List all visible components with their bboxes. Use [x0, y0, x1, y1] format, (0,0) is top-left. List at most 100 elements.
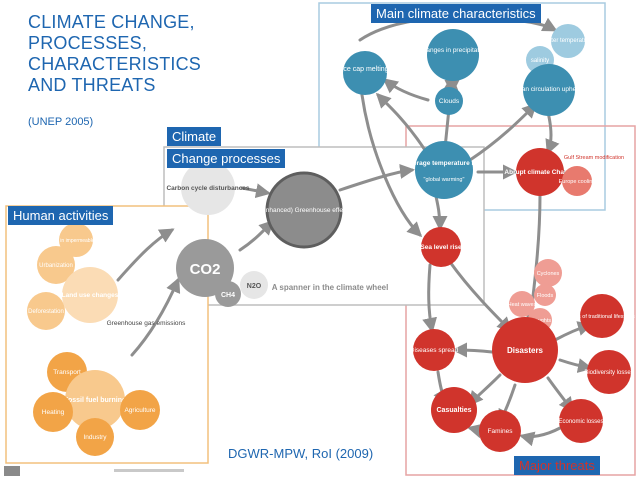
- svg-text:salinity: salinity: [531, 58, 549, 64]
- node-floods: Floods: [534, 284, 556, 306]
- node-average-temperature: Average temperature rise "global warming…: [405, 141, 484, 199]
- svg-text:Increase in impermeable surfac: Increase in impermeable surface: [40, 238, 113, 244]
- label-urbanization: Urbanization: [39, 263, 73, 269]
- label-europe-cooling: Europe cooling: [559, 179, 596, 185]
- label-heat-waves: Heat waves: [508, 302, 537, 308]
- label-major-threats: Major threats: [514, 456, 600, 475]
- credit-text: DGWR-MPW, RoI (2009): [228, 446, 374, 461]
- label-disasters: Disasters: [507, 346, 544, 355]
- svg-text:Diseases spread: Diseases spread: [410, 347, 459, 354]
- node-heat-waves: Heat waves: [508, 291, 537, 317]
- label-climate: Climate: [167, 127, 222, 146]
- label-n2o: N2O: [247, 283, 262, 290]
- label-heating: Heating: [42, 409, 65, 416]
- svg-text:(enhanced) Greenhouse effect: (enhanced) Greenhouse effect: [260, 207, 348, 214]
- svg-text:Average temperature rise: Average temperature rise: [405, 160, 484, 167]
- arrow-carbon-to-greenhouse: [240, 183, 271, 199]
- label-floods: Floods: [537, 293, 554, 299]
- node-loss-lifestyles: Loss of traditional lifestyles: [569, 294, 635, 338]
- svg-text:"global warming": "global warming": [424, 177, 465, 183]
- arrow-famines-to-casualties: [467, 423, 484, 439]
- node-famines: Famines: [479, 410, 521, 452]
- characteristics-nodes: Ice cap melting Changes in precipitation…: [341, 24, 593, 199]
- arrow-icecap-to-sealevel: [360, 93, 423, 238]
- arrow-avgtemp-to-ocean: [468, 102, 538, 162]
- arrow-sealevel-to-diseases: [422, 263, 438, 333]
- svg-text:water temperature: water temperature: [543, 38, 593, 44]
- title-line-1: CLIMATE CHANGE,: [28, 12, 195, 32]
- arrow-disasters-to-diseases: [452, 342, 494, 358]
- title-line-4: AND THREATS: [28, 75, 156, 95]
- node-n2o: N2O: [240, 271, 268, 299]
- label-deforestation: Deforestation: [28, 309, 64, 315]
- svg-text:Economic losses: Economic losses: [558, 419, 603, 425]
- arrow-greenhouse-to-avgtemp: [338, 163, 415, 192]
- node-ch4: CH4: [215, 281, 241, 307]
- arrow-fossil-to-co2: [130, 277, 181, 357]
- node-industry: Industry: [76, 418, 114, 456]
- svg-text:Transport: Transport: [53, 369, 81, 376]
- label-diseases-spread: Diseases spread: [410, 347, 459, 354]
- title-source: (UNEP 2005): [28, 116, 94, 128]
- svg-text:Loss of traditional lifestyles: Loss of traditional lifestyles: [569, 314, 635, 320]
- node-disasters: Disasters: [492, 317, 558, 383]
- arrow-ocean-to-abrupt: [545, 110, 560, 155]
- node-deforestation: Deforestation: [27, 292, 65, 330]
- label-casualties: Casualties: [436, 407, 471, 414]
- unep-logo: [4, 466, 20, 476]
- svg-text:CH4: CH4: [221, 292, 235, 299]
- diagram-title: CLIMATE CHANGE, PROCESSES, CHARACTERISTI…: [28, 12, 201, 96]
- label-abrupt-climate-change: Abrupt climate Change: [504, 169, 576, 176]
- arrow-economic-to-famines: [519, 426, 562, 447]
- node-increase-impermeable: Increase in impermeable surface: [40, 223, 113, 257]
- label-carbon-cycle: Carbon cycle disturbances: [166, 185, 249, 192]
- svg-text:Disasters: Disasters: [507, 346, 544, 355]
- node-casualties: Casualties: [431, 387, 477, 433]
- svg-text:Carbon cycle disturbances: Carbon cycle disturbances: [166, 185, 249, 192]
- svg-text:Floods: Floods: [537, 293, 554, 299]
- svg-text:Cyclones: Cyclones: [537, 271, 560, 277]
- svg-text:Heat waves: Heat waves: [508, 302, 537, 308]
- label-ocean-circulation: Ocean circulation upheaval: [510, 86, 589, 93]
- arrow-disasters-to-biodiv: [558, 358, 593, 374]
- node-carbon-cycle: Carbon cycle disturbances: [166, 161, 250, 215]
- svg-text:Biodiversity losses: Biodiversity losses: [584, 370, 633, 376]
- svg-text:Industry: Industry: [83, 434, 107, 441]
- label-change-processes: Change processes: [167, 149, 286, 168]
- svg-text:Ice cap melting: Ice cap melting: [341, 66, 388, 73]
- node-fossil-fuel: Fossil fuel burning: [64, 370, 126, 430]
- label-human-activities: Human activities: [8, 206, 114, 225]
- label-famines: Famines: [488, 428, 514, 435]
- svg-text:Clouds: Clouds: [439, 98, 460, 105]
- svg-text:Greenhouse gas emissions: Greenhouse gas emissions: [107, 320, 187, 327]
- node-ice-cap: Ice cap melting: [341, 51, 389, 95]
- title-line-3: CHARACTERISTICS: [28, 54, 202, 74]
- node-sea-level-rise: Sea level rise: [420, 227, 462, 267]
- human-nodes: Increase in impermeable surface Urbaniza…: [27, 223, 186, 456]
- node-co2: CO2: [176, 239, 234, 297]
- footer-note-bar: [114, 469, 184, 472]
- node-diseases-spread: Diseases spread: [410, 329, 459, 371]
- node-land-use: Land use changes: [62, 267, 119, 323]
- svg-text:Urbanization: Urbanization: [39, 263, 73, 269]
- label-average-temperature: Average temperature rise: [405, 160, 484, 167]
- label-ch4: CH4: [221, 292, 235, 299]
- label-loss-lifestyles: Loss of traditional lifestyles: [569, 314, 635, 320]
- node-economic-losses: Economic losses: [558, 399, 604, 443]
- label-water-temperature: water temperature: [543, 38, 593, 44]
- label-economic-losses: Economic losses: [558, 419, 603, 425]
- node-europe-cooling: Europe cooling: [559, 166, 596, 196]
- arrow-clouds-to-icecap: [382, 78, 430, 102]
- node-cyclones: Cyclones: [534, 259, 562, 287]
- label-increase-impermeable: Increase in impermeable surface: [40, 238, 113, 244]
- label-salinity: salinity: [531, 58, 549, 64]
- node-changes-precipitation: Changes in precipitation: [418, 29, 488, 81]
- node-ocean-circulation: Ocean circulation upheaval: [510, 64, 589, 116]
- arrows: [116, 15, 593, 447]
- label-biodiversity-losses: Biodiversity losses: [584, 370, 633, 376]
- title-line-2: PROCESSES,: [28, 33, 148, 53]
- svg-text:Casualties: Casualties: [436, 407, 471, 414]
- label-cyclones: Cyclones: [537, 271, 560, 277]
